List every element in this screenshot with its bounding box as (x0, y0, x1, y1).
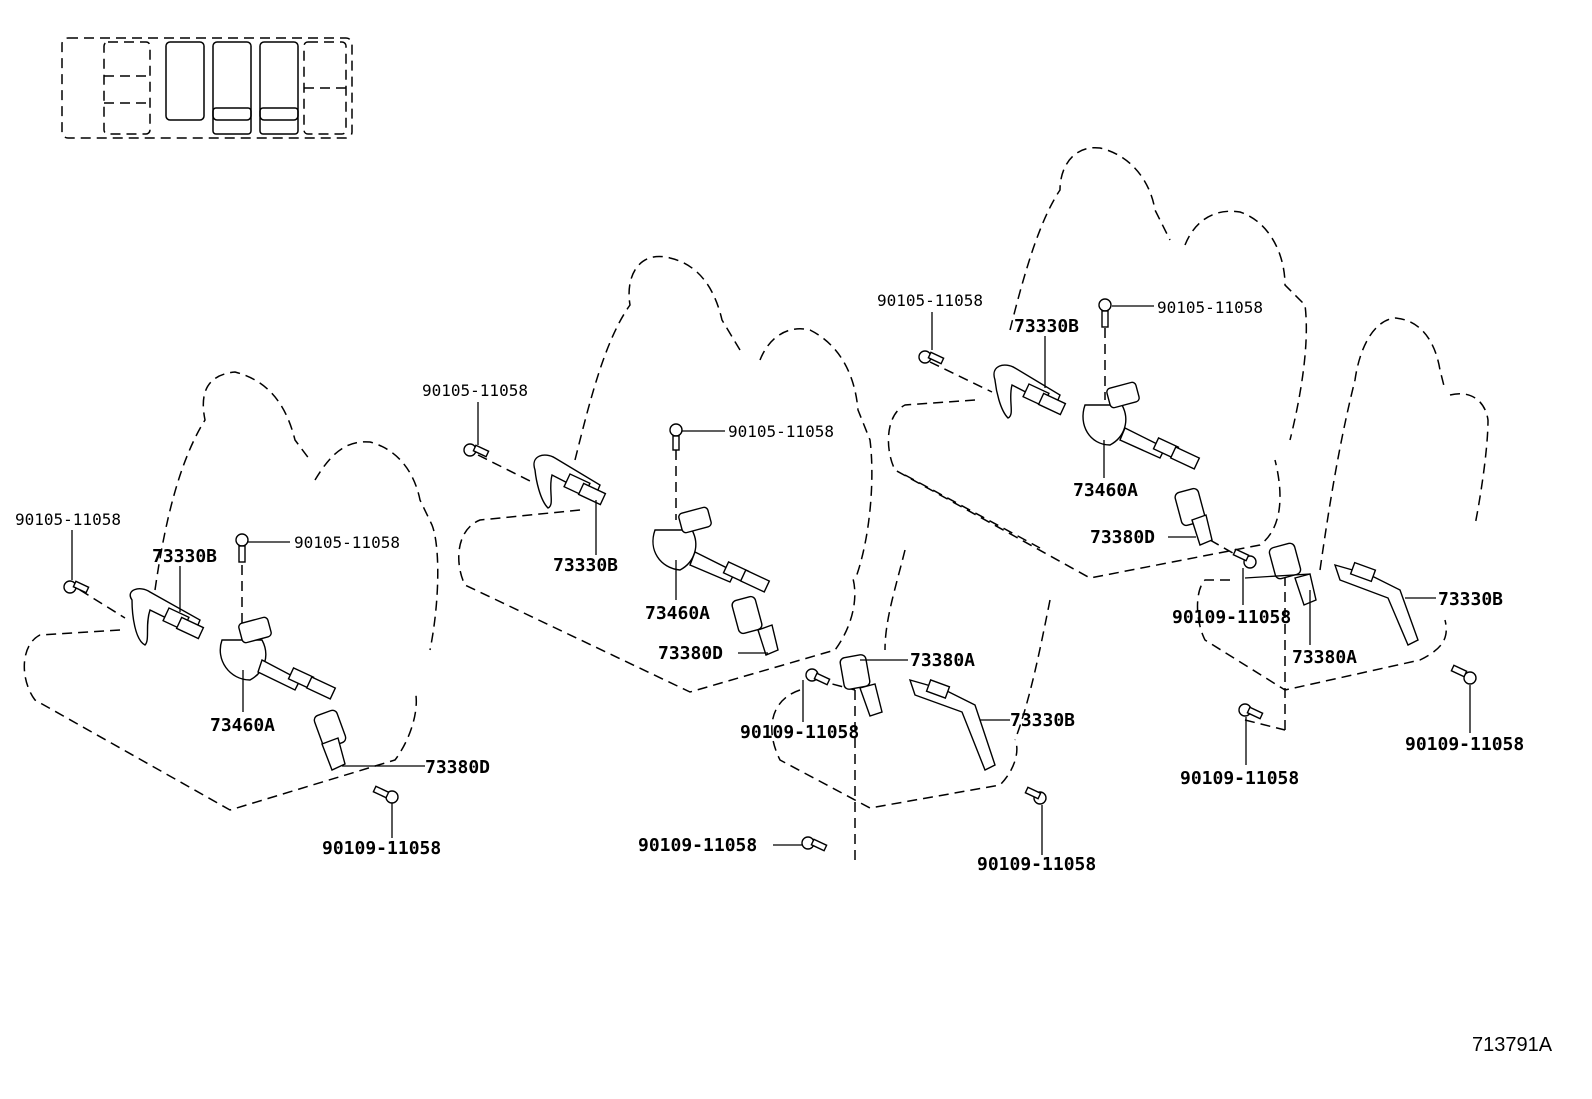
bolt-icons-right-upper (918, 298, 1257, 569)
label-90105-center-outer: 90105-11058 (422, 381, 528, 400)
label-73330B-center: 73330B (553, 555, 618, 576)
label-73380D-center: 73380D (658, 643, 723, 664)
label-90105-left-inner: 90105-11058 (294, 533, 400, 552)
seat-outline-right-upper (887, 147, 1308, 579)
leader-lines (71, 305, 1471, 855)
label-90109-left: 90109-11058 (322, 838, 441, 859)
label-73330B-right: 73330B (1438, 589, 1503, 610)
seat-outline-right-far (1196, 317, 1489, 730)
seat-belt-73330B-center (533, 454, 607, 509)
seat-outline-center-bottom (771, 549, 1051, 809)
label-90105-center-inner: 90105-11058 (728, 422, 834, 441)
bolt-icons-center (463, 423, 831, 852)
label-90109-right-lower: 90109-11058 (1180, 768, 1299, 789)
label-73380D-left: 73380D (425, 757, 490, 778)
buckle-73380A-right (1268, 542, 1317, 606)
seat-outline-left (23, 371, 439, 811)
label-90109-middle: 90109-11058 (977, 854, 1096, 875)
label-73380A-middle: 73380A (910, 650, 975, 671)
buckle-73380A-middle (839, 654, 883, 717)
label-73330B-middle: 73330B (1010, 710, 1075, 731)
label-73460A-center: 73460A (645, 603, 710, 624)
label-90109-right-upper: 90109-11058 (1172, 607, 1291, 628)
label-73380A-right: 73380A (1292, 647, 1357, 668)
bolt-icons-right (1238, 664, 1477, 720)
label-90105-right-upper-inner: 90105-11058 (1157, 298, 1263, 317)
seat-locator-inset (61, 37, 353, 139)
diagram-reference-id: 713791A (1472, 1034, 1553, 1056)
seat-belt-73330B-middle (908, 678, 996, 771)
seat-belt-73330B-right (1333, 561, 1419, 646)
label-73460A-right-upper: 73460A (1073, 480, 1138, 501)
label-90109-right: 90109-11058 (1405, 734, 1524, 755)
bolt-icons-middle (1024, 786, 1047, 805)
buckle-73380D-center (731, 595, 779, 656)
retractor-73460A-left (219, 616, 337, 700)
buckle-73380D-right-upper (1174, 487, 1213, 546)
label-90109-center-upper: 90109-11058 (740, 722, 859, 743)
part-labels: 90105-11058 73330B 90105-11058 73460A 73… (15, 291, 1524, 875)
label-73460A-left: 73460A (210, 715, 275, 736)
bolt-icons-left (63, 533, 399, 804)
seat-outline-center-left (458, 255, 873, 693)
label-73330B-left: 73330B (152, 546, 217, 567)
label-90105-right-upper-outer: 90105-11058 (877, 291, 983, 310)
seat-belt-73330B-left (129, 588, 205, 646)
label-90105-left-outer: 90105-11058 (15, 510, 121, 529)
label-90109-center-lower: 90109-11058 (638, 835, 757, 856)
retractor-73460A-center (652, 506, 771, 593)
retractor-73460A-right-upper (1082, 381, 1201, 470)
seat-belt-73330B-right-upper (993, 364, 1067, 419)
label-73380D-right-upper: 73380D (1090, 527, 1155, 548)
buckle-73380D-left (313, 709, 347, 771)
label-73330B-right-upper: 73330B (1014, 316, 1079, 337)
